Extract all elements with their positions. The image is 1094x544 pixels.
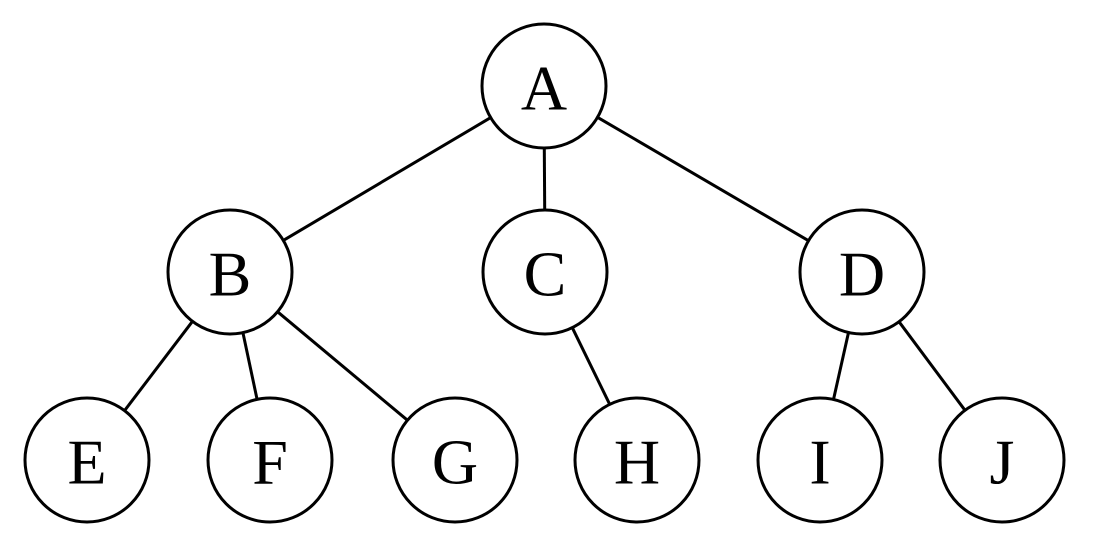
edge-a-b — [282, 116, 492, 242]
edge-a-d — [596, 116, 810, 242]
node-i-circle — [756, 396, 884, 524]
node-f-circle — [206, 396, 334, 524]
node-d-label: D — [839, 239, 885, 310]
edge-d-i — [832, 332, 850, 400]
node-i: I — [756, 396, 884, 524]
node-d: D — [798, 208, 926, 336]
node-j: J — [938, 396, 1066, 524]
node-i-label: I — [809, 427, 830, 498]
node-j-circle — [938, 396, 1066, 524]
node-a-circle — [480, 22, 608, 150]
node-f-label: F — [252, 427, 288, 498]
node-c-label: C — [524, 239, 567, 310]
edge-b-e — [123, 320, 194, 412]
node-h-label: H — [614, 427, 660, 498]
node-d-circle — [798, 208, 926, 336]
edge-d-j — [897, 320, 967, 412]
edge-b-g — [276, 310, 409, 422]
node-b-label: B — [209, 239, 252, 310]
edge-c-h — [570, 327, 612, 405]
node-e-circle — [23, 396, 151, 524]
node-j-label: J — [990, 427, 1015, 498]
node-a: A — [480, 22, 608, 150]
node-b: B — [166, 208, 294, 336]
node-c: C — [481, 208, 609, 336]
edge-b-f — [241, 332, 259, 400]
node-e-label: E — [67, 427, 106, 498]
node-g-label: G — [432, 427, 478, 498]
nodes-layer: A B C D E F G H — [23, 22, 1066, 524]
node-h-circle — [573, 396, 701, 524]
node-c-circle — [481, 208, 609, 336]
node-g-circle — [391, 396, 519, 524]
node-f: F — [206, 396, 334, 524]
node-h: H — [573, 396, 701, 524]
edges-layer — [123, 116, 967, 422]
node-e: E — [23, 396, 151, 524]
node-b-circle — [166, 208, 294, 336]
node-g: G — [391, 396, 519, 524]
node-a-label: A — [521, 53, 567, 124]
